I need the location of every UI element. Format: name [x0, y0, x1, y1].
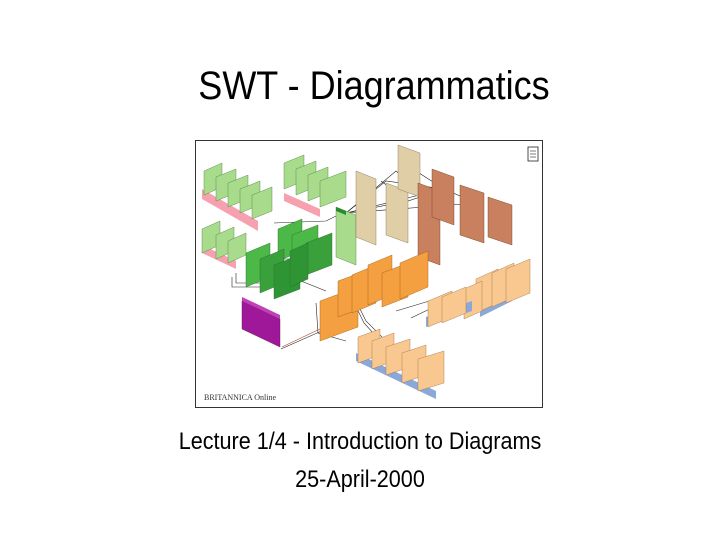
slide-title: SWT - Diagrammatics — [198, 64, 550, 108]
pink-cluster-3 — [283, 154, 347, 217]
document-icon — [527, 146, 539, 162]
figure-caption: BRITANNICA Online — [204, 393, 277, 402]
light-orange-cluster — [426, 258, 531, 328]
pink-cluster-2 — [201, 220, 247, 269]
purple-block — [241, 297, 281, 348]
orange-cluster — [319, 250, 429, 342]
diagram-figure: BRITANNICA Online — [195, 140, 543, 408]
subtitle-lecture: Lecture 1/4 - Introduction to Diagrams — [178, 428, 542, 455]
tan-brown-cluster — [355, 144, 513, 266]
subtitle-date: 25-April-2000 — [295, 466, 425, 493]
pink-cluster — [202, 162, 273, 231]
green-stack — [245, 206, 357, 300]
bottom-cluster — [356, 328, 445, 399]
structure-diagram — [201, 144, 539, 399]
